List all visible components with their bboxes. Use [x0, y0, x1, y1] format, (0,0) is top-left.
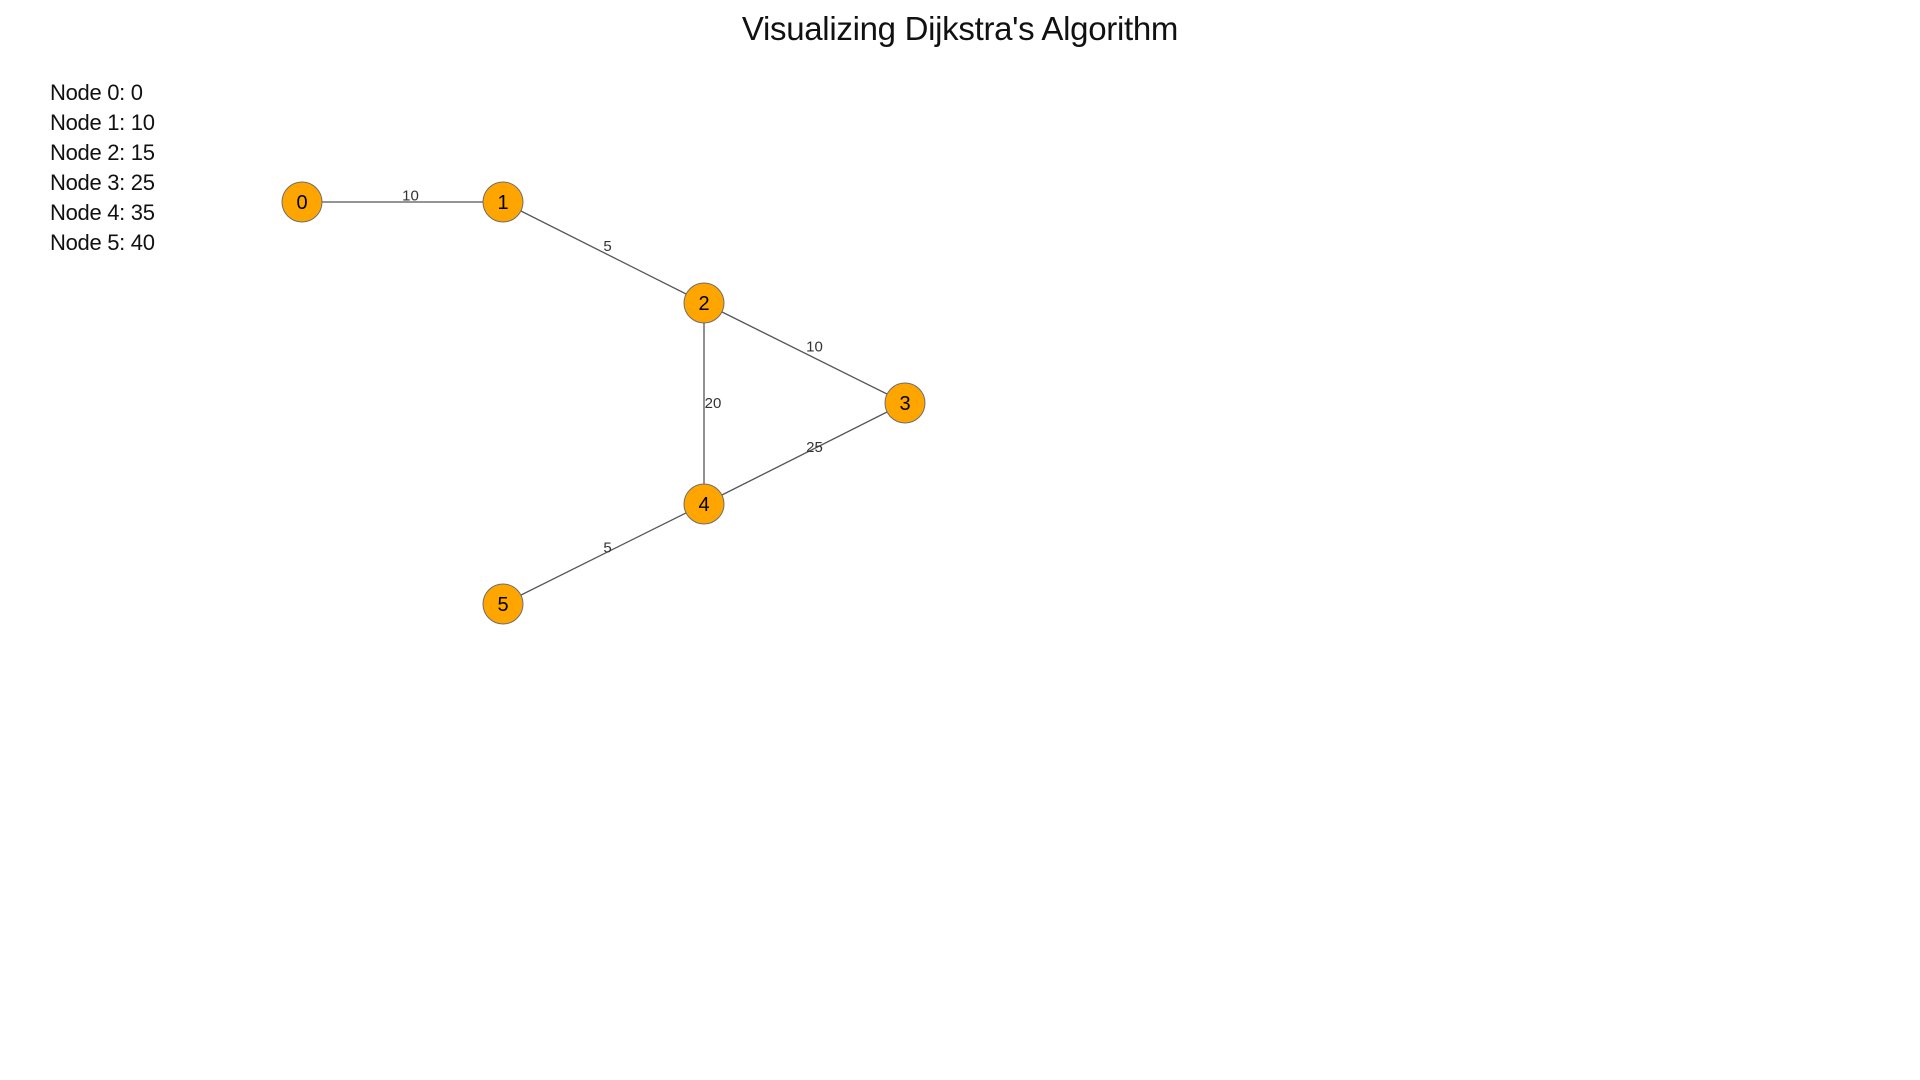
edge-weight-label-3-4: 25 — [806, 439, 823, 456]
node-circle-0 — [281, 181, 323, 223]
page-title: Visualizing Dijkstra's Algorithm — [741, 10, 1179, 47]
distance-item-node-4: Node 4: 35 — [50, 200, 155, 225]
node-label-2: 2 — [698, 293, 709, 315]
edge-2-3 — [703, 302, 906, 404]
graph-node-4: 4 — [683, 483, 725, 525]
distance-item-node-0: Node 0: 0 — [50, 80, 143, 105]
graph-node-3: 3 — [884, 382, 926, 424]
edge-weight-label-4-5: 5 — [603, 540, 611, 557]
distance-item-node-1: Node 1: 10 — [50, 110, 155, 135]
distance-list: Node 0: 0 Node 1: 10 Node 2: 15 Node 3: … — [50, 78, 155, 258]
distance-item-node-3: Node 3: 25 — [50, 170, 155, 195]
edge-weight-label-2-3: 10 — [806, 339, 823, 356]
edge-weight-label-2-4: 20 — [705, 395, 722, 412]
graph-node-2: 2 — [683, 282, 725, 324]
node-circle-1 — [482, 181, 524, 223]
graph-node-0: 0 — [281, 181, 323, 223]
edge-weight-label-0-1: 10 — [402, 188, 419, 205]
graph-node-1: 1 — [482, 181, 524, 223]
node-circle-3 — [884, 382, 926, 424]
nodes-layer: 0 1 2 3 4 5 — [281, 181, 926, 625]
edge-1-2 — [502, 201, 705, 304]
edge-labels-layer: 10 5 10 20 25 5 — [402, 188, 823, 557]
node-label-4: 4 — [698, 494, 709, 516]
edge-3-4 — [703, 402, 906, 505]
node-label-3: 3 — [899, 393, 910, 415]
node-label-0: 0 — [296, 192, 307, 214]
edges-layer — [302, 201, 906, 605]
distance-item-node-5: Node 5: 40 — [50, 230, 155, 255]
edge-4-5 — [502, 503, 705, 605]
node-label-1: 1 — [497, 192, 508, 214]
node-circle-2 — [683, 282, 725, 324]
node-label-5: 5 — [497, 594, 508, 616]
distance-item-node-2: Node 2: 15 — [50, 140, 155, 165]
graph-node-5: 5 — [482, 583, 524, 625]
edge-weight-label-1-2: 5 — [603, 238, 611, 255]
node-circle-5 — [482, 583, 524, 625]
node-circle-4 — [683, 483, 725, 525]
